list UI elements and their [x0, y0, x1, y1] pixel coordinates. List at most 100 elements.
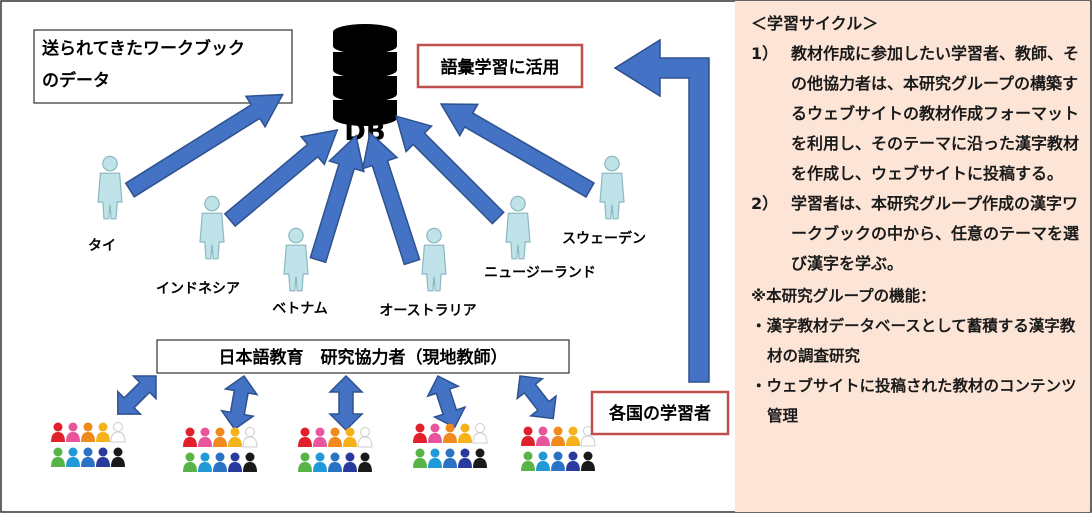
country-label-australia: オーストラリア — [379, 303, 476, 319]
database-icon — [333, 24, 397, 126]
cycle-item-2: 2） 学習者は、本研究グループ作成の漢字ワークブックの中から、任意のテーマを選び… — [751, 189, 1082, 279]
learner-figure — [228, 427, 242, 447]
arrow-indonesia — [223, 129, 339, 228]
vocab-label: 語彙学習に活用 — [441, 57, 560, 78]
cycle-heading: ＜学習サイクル＞ — [751, 14, 879, 33]
learner-figure — [458, 423, 472, 443]
learner-groups — [51, 422, 596, 472]
arrow-australia — [361, 131, 421, 266]
person-icon — [283, 227, 309, 292]
country-label-vietnam: ベトナム — [272, 301, 328, 317]
learner-figure — [183, 427, 197, 447]
learner-figure — [566, 426, 580, 446]
learner-figure — [343, 452, 357, 472]
learner-figure — [328, 427, 342, 447]
learner-figure — [228, 452, 242, 472]
learner-figure — [66, 422, 80, 442]
learner-figure — [428, 423, 442, 443]
cycle-note: ※本研究グループの機能： — [751, 287, 936, 305]
cycle-bullet-2: ・ウェブサイトに投稿された教材のコンテンツ管理 — [751, 377, 1077, 425]
learner-figure — [243, 452, 257, 472]
learner-figure — [551, 426, 565, 446]
arrow-newzealand — [395, 115, 505, 225]
cycle-item-1-num: 1） — [751, 44, 779, 63]
cycle-item-1: 1） 教材作成に参加したい学習者、教師、その他協力者は、本研究グループの構築する… — [751, 39, 1082, 189]
person-icon — [599, 155, 625, 220]
learner-figure — [51, 422, 65, 442]
learner-figure — [521, 426, 535, 446]
learner-figure — [81, 447, 95, 467]
country-label-newzealand: ニュージーランド — [484, 265, 596, 281]
learner-figure — [473, 448, 487, 468]
learner-figure — [51, 447, 65, 467]
exchange-arrows — [117, 374, 557, 432]
cycle-item-2-text: 学習者は、本研究グループ作成の漢字ワークブックの中から、任意のテーマを選び漢字を… — [791, 194, 1080, 273]
learner-figure — [96, 422, 110, 442]
arrow-sweden — [439, 103, 596, 198]
learner-figure — [81, 422, 95, 442]
arrow-vietnam — [309, 134, 365, 264]
learner-figure — [213, 427, 227, 447]
learner-figure — [242, 427, 258, 448]
workbook-note-line1: 送られてきたワークブック — [42, 38, 245, 59]
learner-figure — [443, 448, 457, 468]
learner-figure — [66, 447, 80, 467]
learner-figure — [428, 448, 442, 468]
learner-figure — [472, 423, 488, 444]
learner-figure — [110, 422, 126, 443]
upload-arrows — [124, 93, 596, 266]
learner-figure — [581, 451, 595, 471]
learner-figure — [298, 452, 312, 472]
double-arrow — [426, 374, 467, 429]
person-icon — [97, 155, 123, 220]
workbook-note-line2: のデータ — [42, 70, 110, 91]
teachers-box: 日本語教育 研究協力者（現地教師） — [156, 339, 570, 374]
feedback-arrow — [613, 38, 710, 383]
country-label-thailand: タイ — [88, 238, 116, 254]
arrow-thailand — [124, 93, 284, 198]
person-icon — [505, 195, 531, 260]
workbook-note-box: 送られてきたワークブック のデータ — [33, 29, 293, 104]
person-icon — [199, 195, 225, 260]
learner-figure — [536, 451, 550, 471]
learner-figure — [313, 452, 327, 472]
learning-cycle-panel: ＜学習サイクル＞ 1） 教材作成に参加したい学習者、教師、その他協力者は、本研究… — [735, 1, 1090, 512]
learner-figure — [358, 452, 372, 472]
learner-figure — [198, 452, 212, 472]
learners-label: 各国の学習者 — [608, 403, 711, 424]
learner-figure — [198, 427, 212, 447]
learner-figure — [343, 427, 357, 447]
person-icon — [421, 227, 447, 292]
learners-box: 各国の学習者 — [590, 390, 730, 436]
country-label-sweden: スウェーデン — [562, 230, 646, 247]
learner-figure — [458, 448, 472, 468]
learner-figure — [111, 447, 125, 467]
learner-figure — [551, 451, 565, 471]
cycle-item-2-num: 2） — [751, 194, 779, 213]
learner-figure — [521, 451, 535, 471]
learner-figure — [413, 423, 427, 443]
learner-figure — [413, 448, 427, 468]
double-arrow — [219, 374, 259, 431]
country-label-indonesia: インドネシア — [156, 281, 240, 297]
learner-figure — [536, 426, 550, 446]
learner-figure — [213, 452, 227, 472]
learner-figure — [183, 452, 197, 472]
cycle-bullet-1: ・漢字教材データベースとして蓄積する漢字教材の調査研究 — [751, 317, 1076, 365]
learner-figure — [566, 451, 580, 471]
learner-figure — [443, 423, 457, 443]
learner-figure — [96, 447, 110, 467]
double-arrow — [328, 374, 364, 432]
learner-figure — [357, 427, 373, 448]
learner-figure — [328, 452, 342, 472]
double-arrow — [516, 375, 557, 420]
vocab-box: 語彙学習に活用 — [416, 43, 584, 89]
learner-figure — [298, 427, 312, 447]
learner-figure — [313, 427, 327, 447]
double-arrow — [117, 375, 157, 415]
teachers-label: 日本語教育 研究協力者（現地教師） — [219, 347, 508, 368]
cycle-item-1-text: 教材作成に参加したい学習者、教師、その他協力者は、本研究グループの構築するウェブ… — [791, 44, 1080, 183]
